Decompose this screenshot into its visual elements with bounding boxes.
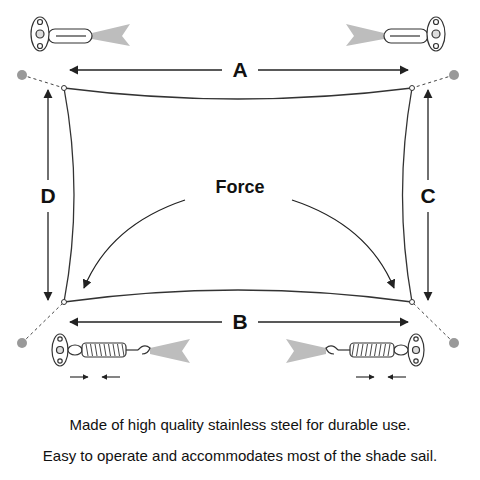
thread-stroke — [86, 344, 88, 356]
thread-stroke — [91, 344, 93, 356]
thread-stroke — [104, 344, 106, 356]
thread-stroke — [379, 344, 381, 356]
thread-stroke — [352, 344, 354, 356]
thread-stroke — [109, 344, 111, 356]
dimension-letter: B — [229, 309, 250, 334]
force-label: Force — [215, 178, 264, 198]
thread-stroke — [95, 344, 97, 356]
dimension-letter: C — [417, 183, 438, 208]
anchor-dots — [17, 70, 459, 348]
anchor-points — [22, 75, 454, 343]
thread-stroke — [118, 344, 120, 356]
caption-line: Easy to operate and accommodates most of… — [43, 448, 437, 465]
thread-stroke — [375, 344, 377, 356]
turnbuckle-threads — [86, 344, 390, 356]
thread-stroke — [122, 344, 124, 356]
force-arrows — [84, 200, 394, 288]
snap-hook-hardware — [31, 17, 130, 51]
thread-stroke — [361, 344, 363, 356]
thread-stroke — [384, 344, 386, 356]
thread-stroke — [357, 344, 359, 356]
turnbuckle-hardware — [286, 334, 424, 377]
sail-corners — [62, 86, 415, 305]
snap-hook-hardware — [346, 17, 445, 51]
dimension-letter: A — [229, 57, 250, 82]
caption-line: Made of high quality stainless steel for… — [69, 417, 410, 434]
dimension-letter: D — [37, 183, 58, 208]
thread-stroke — [388, 344, 390, 356]
thread-stroke — [370, 344, 372, 356]
thread-stroke — [113, 344, 115, 356]
dimension-arrows — [48, 70, 428, 322]
thread-stroke — [100, 344, 102, 356]
thread-stroke — [366, 344, 368, 356]
turnbuckle-hardware — [52, 334, 190, 377]
sail-outline — [64, 88, 412, 302]
